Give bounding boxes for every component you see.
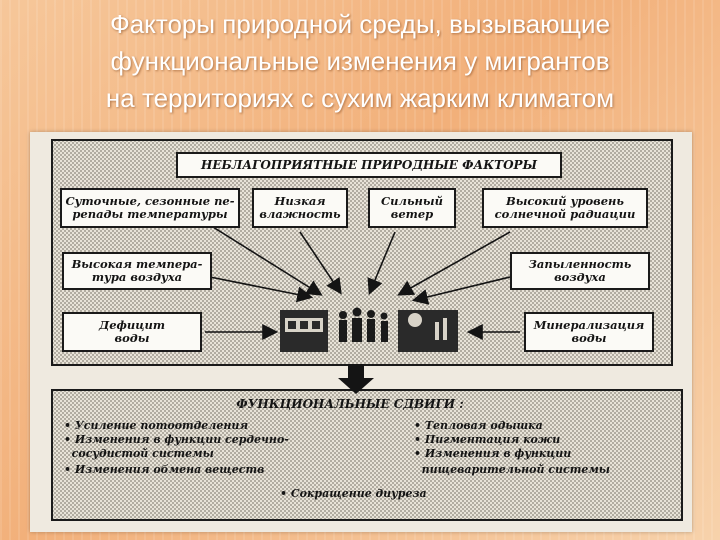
shift-bottom: • Сокращение диуреза [280,487,427,500]
shift-right-4: пищеварительной системы [414,463,610,476]
slide-title: Факторы природной среды, вызывающие функ… [0,6,720,117]
big-down-arrow [338,364,374,394]
shift-right-3: • Изменения в функции [414,447,572,460]
title-line-1: Факторы природной среды, вызывающие [109,9,611,39]
factor-text: Высокий уровень [505,194,625,208]
shift-right-2: • Пигментация кожи [414,433,561,446]
factor-text: Сильный [381,194,443,208]
train-illustration [280,310,328,352]
factor-text: тура воздуха [91,270,183,284]
shift-left-2: • Изменения в функции сердечно- [64,433,289,446]
factor-text: Низкая [274,194,326,208]
arrow-strong-wind [367,231,396,295]
shifts-title: ФУНКЦИОНАЛЬНЫЕ СДВИГИ : [236,397,464,411]
arrow-high-air-temp [209,276,314,303]
people-illustration [339,307,388,342]
arrow-low-humidity [299,231,342,295]
factor-strong-wind: Сильный ветер [368,188,456,228]
shift-left-3: сосудистой системы [64,447,214,460]
factor-text: Запыленность [528,257,632,271]
factor-text: влажность [259,207,341,221]
factor-text: Минерализация [533,318,645,332]
title-line-2: функциональные изменения у мигрантов [110,46,610,76]
title-line-3: на территориях с сухим жарким климатом [105,83,615,113]
landscape-illustration [398,310,458,352]
factor-high-air-temp: Высокая темпера- тура воздуха [62,252,212,290]
factor-text: Дефицит [98,318,166,332]
factor-text: воды [114,331,150,345]
shift-left-4: • Изменения обмена веществ [64,463,265,476]
factor-text: воды [571,331,607,345]
factor-solar-radiation: Высокий уровень солнечной радиации [482,188,648,228]
factor-text: Суточные, сезонные пе- [65,194,235,208]
factor-text: Высокая темпера- [71,257,203,271]
factor-dustiness: Запыленность воздуха [510,252,650,290]
arrow-solar-radiation [397,231,511,296]
factor-temperature-swings: Суточные, сезонные пе- репады температур… [60,188,240,228]
factor-text: солнечной радиации [494,207,636,221]
shift-left-1: • Усиление потоотделения [64,419,249,432]
shifts-panel [51,389,683,521]
factor-text: воздуха [554,270,606,284]
diagram-scan: НЕБЛАГОПРИЯТНЫЕ ПРИРОДНЫЕ ФАКТОРЫ Суточн… [30,132,692,532]
arrow-dustiness [411,276,511,305]
factor-water-deficit: Дефицит воды [62,312,202,352]
factor-text: ветер [390,207,434,221]
arrow-temperature-swings [204,221,323,296]
shift-right-1: • Тепловая одышка [414,419,543,432]
factor-water-mineralization: Минерализация воды [524,312,654,352]
factors-header: НЕБЛАГОПРИЯТНЫЕ ПРИРОДНЫЕ ФАКТОРЫ [176,152,562,178]
factor-low-humidity: Низкая влажность [252,188,348,228]
factor-text: репады температуры [72,207,228,221]
